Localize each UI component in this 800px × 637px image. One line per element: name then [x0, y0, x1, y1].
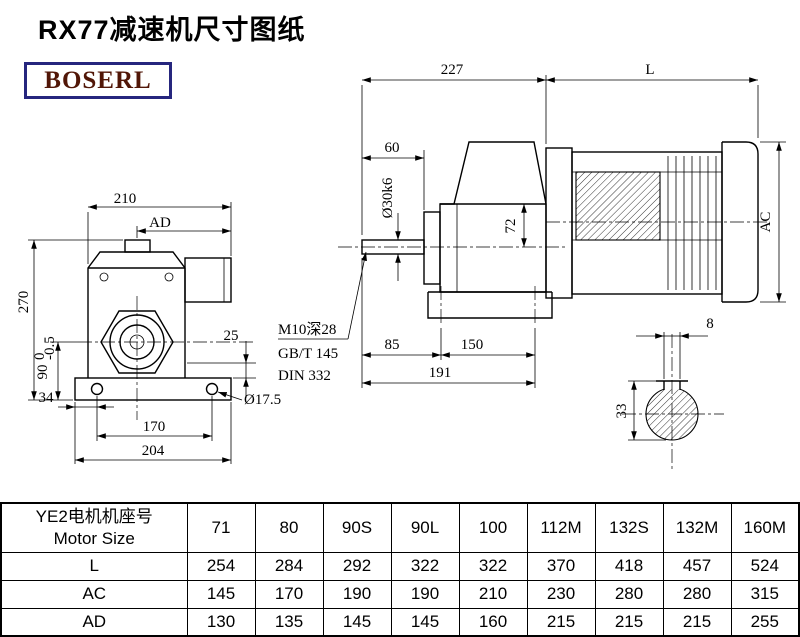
brand-logo-text: BOSERL: [44, 66, 152, 94]
frame-size-col: 160M: [730, 502, 800, 553]
page-title: RX77减速机尺寸图纸: [38, 15, 306, 45]
thread-note-line2: GB/T 145: [278, 346, 338, 362]
dim-25-label: 25: [224, 328, 239, 344]
row-label-AD: AD: [0, 607, 188, 637]
motor-size-header-en: Motor Size: [53, 528, 135, 548]
dim-hole-label: Ø17.5: [244, 392, 281, 408]
dim-72-label: 72: [503, 219, 519, 234]
motor-dimension-table: YE2电机机座号 Motor Size 71 80 90S 90L 100 11…: [0, 502, 800, 637]
svg-text:90: 90: [35, 365, 51, 380]
row-label-AC: AC: [0, 579, 188, 609]
value-cell: 322: [458, 551, 528, 581]
value-cell: 135: [254, 607, 324, 637]
value-cell: 315: [730, 579, 800, 609]
dim-ad-label: AD: [149, 215, 171, 231]
front-view-dimensions: 210 AD 270 90 0 -0.5 34 25 Ø17.5 170 204: [16, 191, 281, 464]
motor-size-header: YE2电机机座号 Motor Size: [0, 502, 188, 553]
value-cell: 130: [186, 607, 256, 637]
brand-logo: BOSERL: [24, 62, 172, 99]
value-cell: 215: [594, 607, 664, 637]
value-cell: 230: [526, 579, 596, 609]
drawing-area: RX77减速机尺寸图纸 BOSERL: [16, 15, 786, 470]
dim-204-label: 204: [142, 443, 165, 459]
value-cell: 215: [526, 607, 596, 637]
frame-size-col: 90L: [390, 502, 460, 553]
motor-size-header-cn: YE2电机机座号: [35, 506, 153, 526]
value-cell: 145: [390, 607, 460, 637]
dim-170-label: 170: [143, 419, 166, 435]
frame-size-col: 112M: [526, 502, 596, 553]
dim-shaft-label: Ø30k6: [380, 177, 396, 218]
frame-size-col: 80: [254, 502, 324, 553]
dim-ac-label: AC: [758, 212, 774, 233]
frame-size-col: 100: [458, 502, 528, 553]
frame-size-col: 132S: [594, 502, 664, 553]
dim-85-label: 85: [385, 337, 400, 353]
row-label-L: L: [0, 551, 188, 581]
dim-90-label: 90 0 -0.5: [32, 336, 58, 379]
thread-note-line1: M10深28: [278, 321, 336, 338]
value-cell: 170: [254, 579, 324, 609]
table-row-AC: AC 145 170 190 190 210 230 280 280 315: [0, 579, 800, 609]
value-cell: 292: [322, 551, 392, 581]
motor-stator-hatch: [575, 171, 661, 241]
value-cell: 370: [526, 551, 596, 581]
value-cell: 190: [322, 579, 392, 609]
value-cell: 524: [730, 551, 800, 581]
value-cell: 145: [186, 579, 256, 609]
value-cell: 255: [730, 607, 800, 637]
value-cell: 284: [254, 551, 324, 581]
svg-text:-0.5: -0.5: [42, 336, 58, 360]
value-cell: 280: [662, 579, 732, 609]
frame-size-col: 71: [186, 502, 256, 553]
dim-227-label: 227: [441, 62, 464, 78]
frame-size-col: 132M: [662, 502, 732, 553]
value-cell: 322: [390, 551, 460, 581]
table-header-row: YE2电机机座号 Motor Size 71 80 90S 90L 100 11…: [0, 502, 800, 553]
side-view-dimensions: 227 L 60 Ø30k6 72 AC M10深28 GB/T 145 DIN…: [278, 62, 786, 388]
value-cell: 145: [322, 607, 392, 637]
value-cell: 457: [662, 551, 732, 581]
dim-34-label: 34: [39, 390, 55, 406]
reducer-dimension-drawing: 210 AD 270 90 0 -0.5 34 25 Ø17.5 170 204: [16, 62, 786, 470]
dim-191-label: 191: [429, 365, 452, 381]
table-row-L: L 254 284 292 322 322 370 418 457 524: [0, 551, 800, 581]
svg-text:0: 0: [32, 353, 48, 361]
value-cell: 210: [458, 579, 528, 609]
side-view: [338, 141, 770, 324]
value-cell: 418: [594, 551, 664, 581]
dim-270-label: 270: [16, 291, 32, 314]
thread-note-line3: DIN 332: [278, 368, 331, 384]
value-cell: 160: [458, 607, 528, 637]
value-cell: 254: [186, 551, 256, 581]
shaft-section-view: 8 33: [614, 316, 724, 470]
value-cell: 215: [662, 607, 732, 637]
dim-150-label: 150: [461, 337, 484, 353]
dim-33-label: 33: [614, 404, 630, 419]
dim-8-label: 8: [706, 316, 714, 332]
frame-size-col: 90S: [322, 502, 392, 553]
front-view: [74, 239, 256, 420]
table-row-AD: AD 130 135 145 145 160 215 215 215 255: [0, 607, 800, 637]
dim-L-label: L: [645, 62, 654, 78]
value-cell: 190: [390, 579, 460, 609]
value-cell: 280: [594, 579, 664, 609]
dim-210-label: 210: [114, 191, 137, 207]
dim-60-label: 60: [385, 140, 400, 156]
